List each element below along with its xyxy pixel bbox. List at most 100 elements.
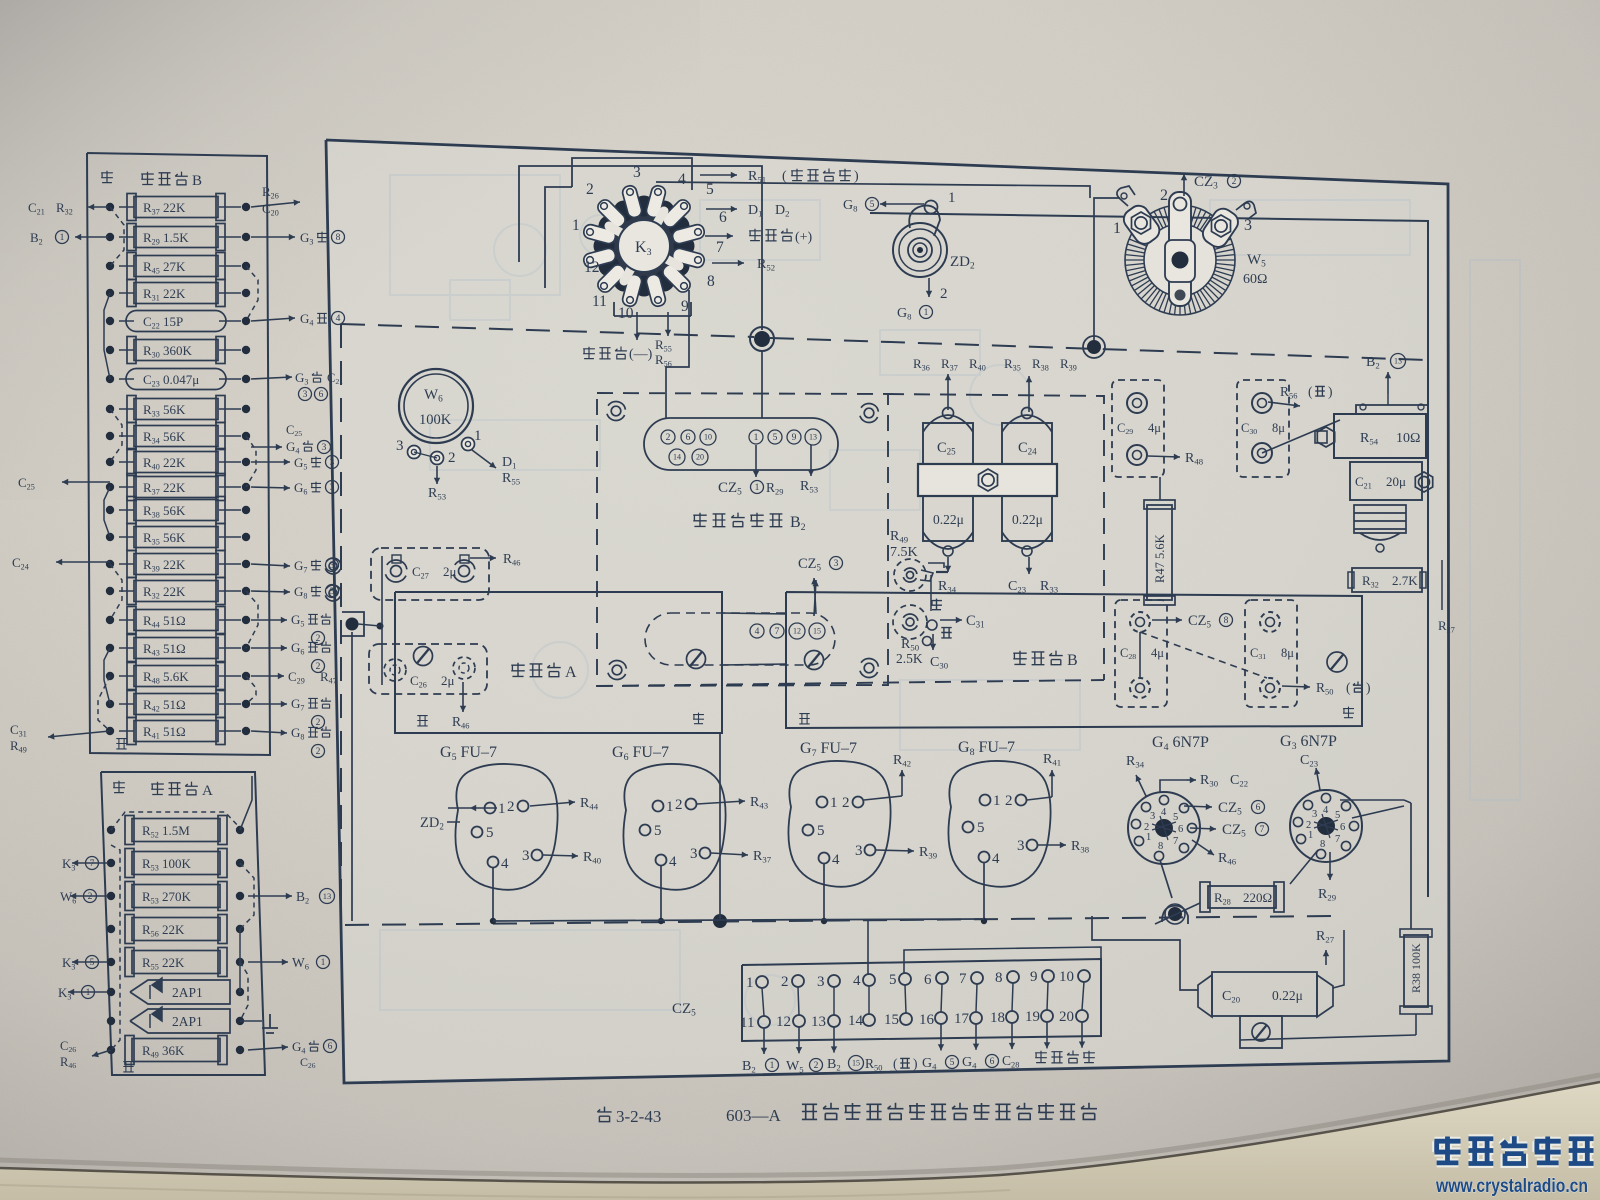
svg-text:R29 1.5K: R29 1.5K <box>143 230 189 246</box>
svg-text:60Ω: 60Ω <box>1243 272 1267 287</box>
svg-text:G8: G8 <box>897 306 912 322</box>
svg-text:R46: R46 <box>452 714 469 730</box>
svg-text:G5 FU–7: G5 FU–7 <box>440 744 497 763</box>
svg-text:R44 51Ω: R44 51Ω <box>143 613 186 629</box>
svg-text:7.5K: 7.5K <box>890 545 918 560</box>
svg-text:R49 36K: R49 36K <box>142 1043 185 1059</box>
svg-text:R53 100K: R53 100K <box>142 856 192 872</box>
svg-text:B: B <box>192 173 202 189</box>
svg-text:CZ5: CZ5 <box>798 556 822 573</box>
svg-text:G4: G4 <box>922 1056 937 1072</box>
svg-text:6: 6 <box>1256 803 1261 813</box>
svg-text:6: 6 <box>924 972 932 988</box>
svg-text:R30 360K: R30 360K <box>143 343 193 359</box>
svg-text:3: 3 <box>396 438 404 454</box>
svg-text:R37 22K: R37 22K <box>143 480 186 496</box>
svg-text:4: 4 <box>992 851 1000 867</box>
svg-text:5: 5 <box>977 820 985 836</box>
svg-text:R49: R49 <box>10 738 27 754</box>
svg-text:4: 4 <box>336 314 341 324</box>
svg-text:R48 5.6K: R48 5.6K <box>143 669 189 685</box>
svg-text:R37 22K: R37 22K <box>143 200 186 216</box>
svg-text:2.7K: 2.7K <box>1392 573 1418 588</box>
svg-text:R51: R51 <box>748 169 766 185</box>
svg-text:20: 20 <box>696 453 704 462</box>
svg-text:6: 6 <box>990 1057 995 1067</box>
svg-text:11: 11 <box>592 293 607 310</box>
svg-text:2μ: 2μ <box>441 673 455 688</box>
svg-text:R43 51Ω: R43 51Ω <box>143 641 186 657</box>
svg-text:6: 6 <box>328 1042 333 1052</box>
svg-text:13: 13 <box>811 1014 826 1030</box>
svg-text:9: 9 <box>681 298 689 315</box>
svg-text:15: 15 <box>884 1012 899 1028</box>
svg-text:5: 5 <box>889 972 897 988</box>
svg-text:6: 6 <box>719 209 727 226</box>
svg-text:C24: C24 <box>1018 440 1037 457</box>
svg-text:1: 1 <box>924 308 929 318</box>
svg-text:(: ( <box>782 169 787 184</box>
svg-text:C28: C28 <box>1120 646 1136 661</box>
svg-text:1: 1 <box>321 958 326 968</box>
svg-text:B2: B2 <box>827 1057 841 1073</box>
svg-text:G8: G8 <box>291 725 304 741</box>
svg-text:R29: R29 <box>1318 887 1336 903</box>
svg-text:2: 2 <box>316 662 321 672</box>
svg-text:3: 3 <box>330 587 335 597</box>
svg-text:3: 3 <box>690 846 698 862</box>
svg-text:CZ5: CZ5 <box>672 1001 696 1019</box>
svg-text:R31 22K: R31 22K <box>143 286 186 302</box>
svg-text:2: 2 <box>814 1061 819 1071</box>
svg-text:1: 1 <box>1146 832 1151 843</box>
svg-text:4: 4 <box>853 973 861 989</box>
svg-text:G6: G6 <box>294 480 307 496</box>
svg-text:C25: C25 <box>18 475 35 491</box>
svg-text:R55 22K: R55 22K <box>142 955 185 971</box>
svg-text:5: 5 <box>706 181 714 198</box>
svg-text:R40: R40 <box>583 850 602 866</box>
svg-text:1: 1 <box>754 433 759 443</box>
svg-text:R33 56K: R33 56K <box>143 402 186 418</box>
svg-text:): ) <box>1328 384 1333 399</box>
svg-text:12: 12 <box>584 259 600 276</box>
svg-text:G5: G5 <box>291 612 304 628</box>
svg-text:3: 3 <box>1017 838 1025 854</box>
svg-text:R50: R50 <box>865 1056 882 1072</box>
svg-text:C28: C28 <box>1002 1053 1019 1069</box>
svg-text:R26: R26 <box>262 184 279 200</box>
svg-text:1: 1 <box>755 483 760 493</box>
svg-text:9: 9 <box>792 433 797 443</box>
svg-text:G8: G8 <box>294 584 307 600</box>
svg-text:R48: R48 <box>1185 451 1204 467</box>
svg-text:R46: R46 <box>503 551 520 567</box>
svg-text:W6: W6 <box>424 387 443 405</box>
svg-text:7: 7 <box>775 627 780 637</box>
svg-text:R43: R43 <box>750 795 768 811</box>
svg-text:R40 22K: R40 22K <box>143 455 186 471</box>
svg-text:7: 7 <box>959 971 967 987</box>
svg-text:18: 18 <box>990 1010 1005 1026</box>
svg-text:R44: R44 <box>580 796 599 812</box>
svg-text:3: 3 <box>633 164 641 181</box>
svg-text:8: 8 <box>1320 839 1325 850</box>
svg-text:8: 8 <box>707 273 715 290</box>
svg-text:8: 8 <box>1224 616 1229 626</box>
svg-text:B2: B2 <box>1366 355 1380 371</box>
svg-text:B2: B2 <box>742 1059 756 1075</box>
svg-text:C23: C23 <box>1008 579 1026 595</box>
svg-text:2.5K: 2.5K <box>896 651 923 666</box>
svg-text:R42: R42 <box>893 753 911 769</box>
svg-text:R50: R50 <box>1316 680 1333 696</box>
svg-text:R52: R52 <box>757 257 775 273</box>
svg-text:2: 2 <box>1144 822 1149 833</box>
svg-text:R27: R27 <box>1438 618 1455 634</box>
svg-text:1: 1 <box>993 793 1001 809</box>
svg-text:B: B <box>1067 652 1078 669</box>
svg-text:4: 4 <box>678 171 686 188</box>
svg-text:R29: R29 <box>766 480 783 496</box>
svg-text:15: 15 <box>852 1059 860 1068</box>
svg-text:4: 4 <box>832 852 840 868</box>
svg-text:R32 22K: R32 22K <box>143 584 186 600</box>
svg-text:20μ: 20μ <box>1386 474 1406 489</box>
svg-text:5: 5 <box>654 823 662 839</box>
